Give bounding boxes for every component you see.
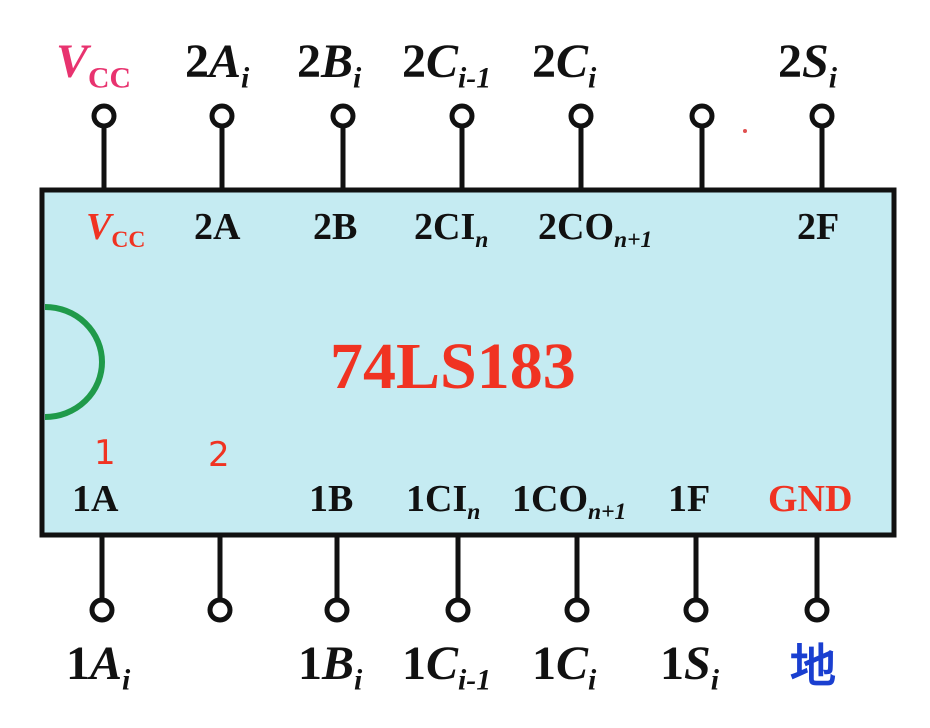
pin-name-1b: 1B [309,478,354,520]
top-pin-2-terminal [209,103,235,129]
label-2ci-outer: 2Ci [532,35,597,95]
label-2bi-outer: 2Bi [297,35,362,95]
top-pin-3-terminal [330,103,356,129]
chip-body [39,187,897,538]
label-vcc-outer: VCC [56,35,131,95]
bottom-pins [89,535,830,623]
top-pin-4-terminal [449,103,475,129]
pin-name-2f: 2F [797,206,840,248]
label-1si-outer: 1Si [660,637,719,697]
handwritten-mark-2: 2 [208,435,230,475]
label-ground-outer: 地 [790,639,836,693]
label-1bi-outer: 1Bi [298,637,363,697]
bottom-pin-7-terminal [804,597,830,623]
handwritten-mark-1: 1 [94,433,116,473]
stray-dot [743,129,747,133]
label-1ai-outer: 1Ai [66,637,131,697]
pin-name-2cin: 2CIn [414,206,489,254]
top-pin-1-terminal [91,103,117,129]
top-pins [91,103,835,190]
top-pin-5-terminal [568,103,594,129]
label-2si-outer: 2Si [778,35,837,95]
pin-name-gnd: GND [768,478,853,520]
bottom-pin-1-terminal [89,597,115,623]
pin-name-1a: 1A [72,478,119,520]
bottom-pin-4-terminal [445,597,471,623]
pin-name-2a: 2A [194,206,241,248]
pin-name-2con1: 2COn+1 [538,206,653,254]
bottom-pin-2-terminal [207,597,233,623]
pin-name-vcc: VCC [86,206,146,254]
pin-name-2b: 2B [313,206,358,248]
bottom-pin-5-terminal [564,597,590,623]
pin-name-1cin: 1CIn [406,478,481,526]
label-1ci-1-outer: 1Ci-1 [402,637,492,697]
pin-name-1f: 1F [668,478,711,520]
label-2ci-1-outer: 2Ci-1 [402,35,492,95]
pin-name-1con1: 1COn+1 [512,478,627,526]
orientation-notch [44,304,105,420]
top-pin-7-terminal [809,103,835,129]
chip-part-number: 74LS183 [330,330,576,403]
top-pin-6-terminal [689,103,715,129]
label-1ci-outer: 1Ci [532,637,597,697]
bottom-pin-6-terminal [683,597,709,623]
bottom-pin-3-terminal [324,597,350,623]
label-2ai-outer: 2Ai [185,35,250,95]
